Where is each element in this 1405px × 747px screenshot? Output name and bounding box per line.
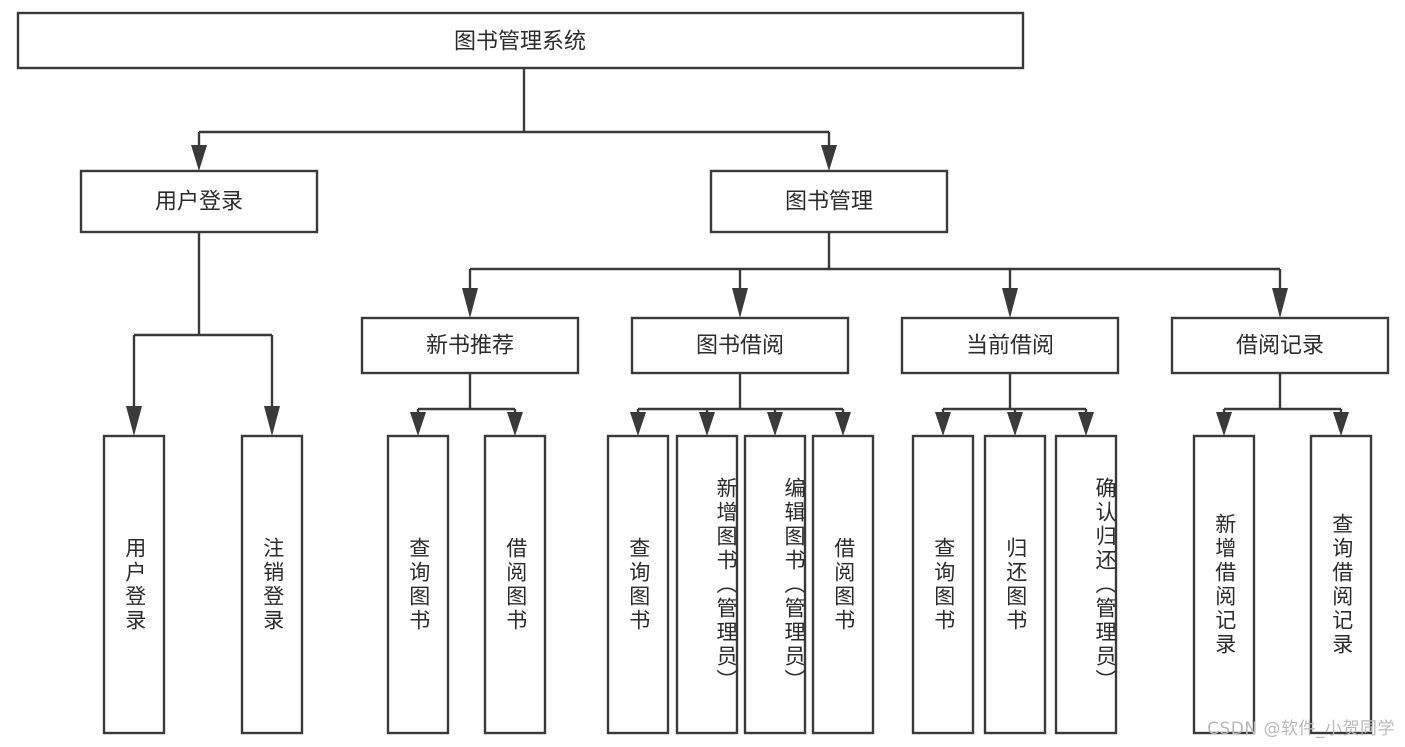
connector-group-borrow-record-leaves bbox=[1216, 373, 1349, 436]
node-book-borrow-label: 图书借阅 bbox=[696, 334, 784, 359]
leaf-borrow-book-2-box[interactable] bbox=[811, 434, 875, 735]
connector-group-current-borrow-leaves bbox=[935, 373, 1094, 436]
node-book-manage[interactable]: 图书管理 bbox=[709, 169, 949, 234]
arrowhead-leaf-query-record bbox=[1333, 412, 1349, 436]
leaf-query-record-box[interactable] bbox=[1309, 434, 1373, 735]
connector-group-book-borrow-leaves bbox=[630, 373, 851, 436]
node-root-label: 图书管理系统 bbox=[454, 30, 586, 55]
arrowhead-current-borrow bbox=[1002, 288, 1018, 318]
node-borrow-record-label: 借阅记录 bbox=[1236, 334, 1324, 359]
node-user-login-label: 用户登录 bbox=[155, 190, 243, 215]
node-book-manage-label: 图书管理 bbox=[785, 190, 873, 215]
arrowhead-borrow-record bbox=[1272, 288, 1288, 318]
arrowhead-leaf-query-book-3 bbox=[935, 412, 951, 436]
arrowhead-leaf-edit-book bbox=[767, 412, 783, 436]
watermark: CSDN @软件_小贺同学 bbox=[1207, 719, 1395, 739]
node-book-borrow-box[interactable] bbox=[630, 316, 850, 375]
node-root-box[interactable] bbox=[16, 11, 1025, 70]
arrowhead-leaf-borrow-book-2 bbox=[835, 412, 851, 436]
connector-group-book-manage bbox=[462, 232, 1288, 318]
leaf-query-book-2-box[interactable] bbox=[606, 434, 670, 735]
node-new-book-rec[interactable]: 新书推荐 bbox=[360, 316, 580, 375]
arrowhead-leaf-return-book bbox=[1007, 412, 1023, 436]
leaf-logout-box[interactable] bbox=[240, 434, 304, 735]
node-new-book-rec-box[interactable] bbox=[360, 316, 580, 375]
node-book-borrow[interactable]: 图书借阅 bbox=[630, 316, 850, 375]
leaf-query-book-3-box[interactable] bbox=[911, 434, 975, 735]
arrowhead-book-borrow bbox=[732, 288, 748, 318]
connector-group-root bbox=[191, 68, 837, 171]
arrowhead-new-book-rec bbox=[462, 288, 478, 318]
arrowhead-leaf-add-record bbox=[1216, 412, 1232, 436]
leaf-edit-book-box[interactable] bbox=[743, 434, 807, 735]
node-root[interactable]: 图书管理系统 bbox=[16, 11, 1025, 70]
leaf-add-book-box[interactable] bbox=[675, 434, 739, 735]
leaf-add-record-box[interactable] bbox=[1192, 434, 1256, 735]
node-book-manage-box[interactable] bbox=[709, 169, 949, 234]
arrowhead-leaf-confirm-return bbox=[1078, 412, 1094, 436]
leaf-confirm-return-box[interactable] bbox=[1054, 434, 1118, 735]
node-current-borrow-label: 当前借阅 bbox=[966, 334, 1054, 359]
arrowhead-book-manage bbox=[821, 145, 837, 171]
node-current-borrow-box[interactable] bbox=[900, 316, 1120, 375]
arrowhead-leaf-add-book bbox=[699, 412, 715, 436]
leaf-return-book-box[interactable] bbox=[983, 434, 1047, 735]
node-borrow-record[interactable]: 借阅记录 bbox=[1170, 316, 1390, 375]
node-new-book-rec-label: 新书推荐 bbox=[426, 334, 514, 359]
node-borrow-record-box[interactable] bbox=[1170, 316, 1390, 375]
arrowhead-leaf-query-book-2 bbox=[630, 412, 646, 436]
arrowhead-leaf-user-login bbox=[126, 406, 142, 436]
node-current-borrow[interactable]: 当前借阅 bbox=[900, 316, 1120, 375]
node-user-login[interactable]: 用户登录 bbox=[79, 169, 319, 234]
arrowhead-user-login bbox=[191, 145, 207, 171]
arrowhead-leaf-logout bbox=[264, 406, 280, 436]
connector-group-new-book-rec-leaves bbox=[410, 373, 523, 436]
connector-group-user-login-leaves bbox=[126, 232, 280, 436]
leaf-user-login-box[interactable] bbox=[102, 434, 166, 735]
arrowhead-leaf-query-book-1 bbox=[410, 412, 426, 436]
arrowhead-leaf-borrow-book-1 bbox=[507, 412, 523, 436]
leaf-borrow-book-1-box[interactable] bbox=[483, 434, 547, 735]
node-user-login-box[interactable] bbox=[79, 169, 319, 234]
leaf-boxes bbox=[102, 434, 1373, 735]
leaf-query-book-1-box[interactable] bbox=[386, 434, 450, 735]
